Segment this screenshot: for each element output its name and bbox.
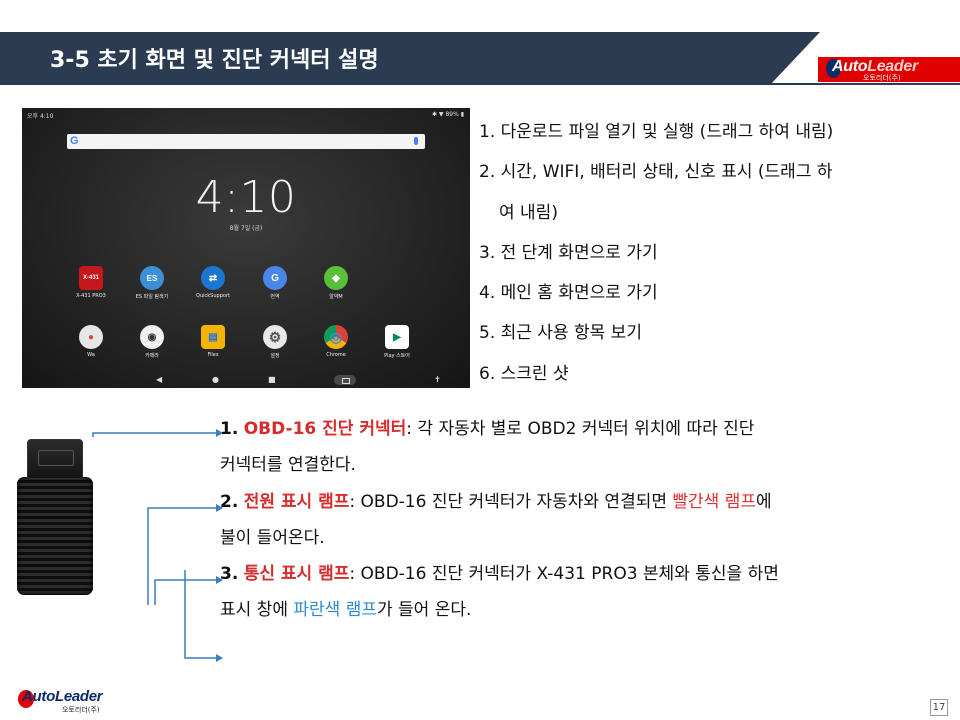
screenshot-icon[interactable] — [334, 375, 356, 385]
desc-2: 2. 전원 표시 램프: OBD-16 진단 커넥터가 자동차와 연결되면 빨간… — [220, 491, 772, 512]
home-date: 8월 7일 (금) — [229, 225, 263, 232]
app-pill[interactable]: ◆ 알약M — [316, 266, 356, 300]
play-store-icon: ▶ — [385, 325, 409, 349]
misc-nav-icon[interactable]: ✝ — [434, 375, 441, 384]
status-battery: ✱ ▼ 89% ▮ — [431, 111, 464, 118]
logo-subtitle: 오토리더(주) — [62, 706, 100, 714]
logo-wordmark: AutoLeader — [22, 688, 103, 705]
settings-gear-icon: ⚙ — [263, 325, 287, 349]
mic-icon[interactable] — [414, 137, 418, 145]
desc-3: 3. 통신 표시 램프: OBD-16 진단 커넥터가 X-431 PRO3 본… — [220, 564, 779, 585]
app-settings[interactable]: ⚙ 설정 — [255, 325, 295, 359]
app-chrome[interactable]: ◎ Chrome — [316, 325, 356, 358]
quicksupport-icon: ⇄ — [201, 266, 225, 290]
function-list: 1. 다운로드 파일 열기 및 실행 (드래그 하여 내림) 2. 시간, WI… — [479, 112, 954, 394]
app-folder-icon: ● — [79, 325, 103, 349]
list-item-continued: 여 내림) — [499, 202, 558, 223]
logo-mark-icon — [18, 690, 34, 708]
app-camera[interactable]: ◉ 카메라 — [132, 325, 172, 359]
list-item: 4. 메인 홈 화면으로 가기 — [479, 283, 658, 304]
page-number: 17 — [930, 699, 948, 716]
arrow-power-lamp — [147, 504, 223, 605]
logo-mark-icon — [826, 59, 841, 78]
app-x431[interactable]: X-431 X-431 PRO3 — [71, 266, 111, 299]
list-item: 2. 시간, WIFI, 배터리 상태, 신호 표시 (드래그 하 — [479, 162, 833, 183]
x431-app-icon: X-431 — [79, 266, 103, 290]
desc-2-cont: 불이 들어온다. — [220, 527, 325, 548]
page-title: 3-5 초기 화면 및 진단 커넥터 설명 — [50, 48, 379, 73]
list-item: 6. 스크린 샷 — [479, 363, 569, 384]
files-icon: ▤ — [201, 325, 225, 349]
file-explorer-icon: ES — [140, 266, 164, 290]
arrow-comm-lamp-2 — [154, 576, 223, 605]
arrow-comm-lamp — [184, 570, 223, 662]
desc-3-cont: 표시 창에 파란색 램프가 들어 온다. — [220, 600, 472, 621]
home-nav-icon[interactable]: ● — [212, 375, 219, 384]
desc-1: 1. OBD-16 진단 커넥터: 각 자동차 별로 OBD2 커넥터 위치에 … — [220, 419, 755, 439]
autoleader-logo-top: AutoLeader 오토리더(주) — [818, 57, 960, 82]
list-item: 3. 전 단계 화면으로 가기 — [479, 242, 658, 263]
google-g-icon: G — [70, 135, 79, 147]
google-search-bar[interactable]: G — [67, 134, 425, 149]
translate-icon: G — [263, 266, 287, 290]
connector-description: 1. OBD-16 진단 커넥터: 각 자동차 별로 OBD2 커넥터 위치에 … — [220, 411, 940, 629]
arrow-connector — [92, 429, 223, 437]
status-bar: 오후 4:10 ✱ ▼ 89% ▮ — [22, 108, 470, 122]
title-banner: 3-5 초기 화면 및 진단 커넥터 설명 — [0, 32, 820, 85]
title-underline — [770, 83, 960, 85]
chrome-icon: ◎ — [324, 325, 348, 349]
connector-body — [17, 477, 93, 595]
app-quicksupport[interactable]: ⇄ QuickSupport — [193, 266, 233, 299]
list-item: 5. 최근 사용 항목 보기 — [479, 323, 642, 344]
back-nav-icon[interactable]: ◀ — [156, 375, 163, 384]
camera-icon: ◉ — [140, 325, 164, 349]
desc-1-cont: 커넥터를 연결한다. — [220, 455, 356, 476]
app-es-explorer[interactable]: ES ES 파일 탐색기 — [132, 266, 172, 300]
app-play-store[interactable]: ▶ Play 스토어 — [377, 325, 417, 359]
nav-bar: ◀ ● ■ ✝ — [22, 372, 470, 388]
list-item: 1. 다운로드 파일 열기 및 실행 (드래그 하여 내림) — [479, 122, 834, 142]
app-files[interactable]: ▤ Files — [193, 325, 233, 358]
connector-head — [27, 439, 83, 479]
home-clock: 4:10 — [195, 172, 297, 223]
autoleader-logo-bottom: AutoLeader 오토리더(주) — [18, 688, 114, 714]
status-time: 오후 4:10 — [27, 113, 54, 120]
logo-wordmark: AutoLeader — [832, 58, 918, 75]
recent-nav-icon[interactable]: ■ — [268, 375, 276, 384]
pill-icon: ◆ — [324, 266, 348, 290]
tablet-home-screenshot: 오후 4:10 ✱ ▼ 89% ▮ G 4:10 8월 7일 (금) X-431… — [22, 108, 470, 388]
app-folder[interactable]: ● Wa — [71, 325, 111, 358]
app-translate[interactable]: G 번역 — [255, 266, 295, 300]
obd16-connector-image — [17, 437, 93, 595]
logo-subtitle: 오토리더(주) — [863, 74, 901, 82]
